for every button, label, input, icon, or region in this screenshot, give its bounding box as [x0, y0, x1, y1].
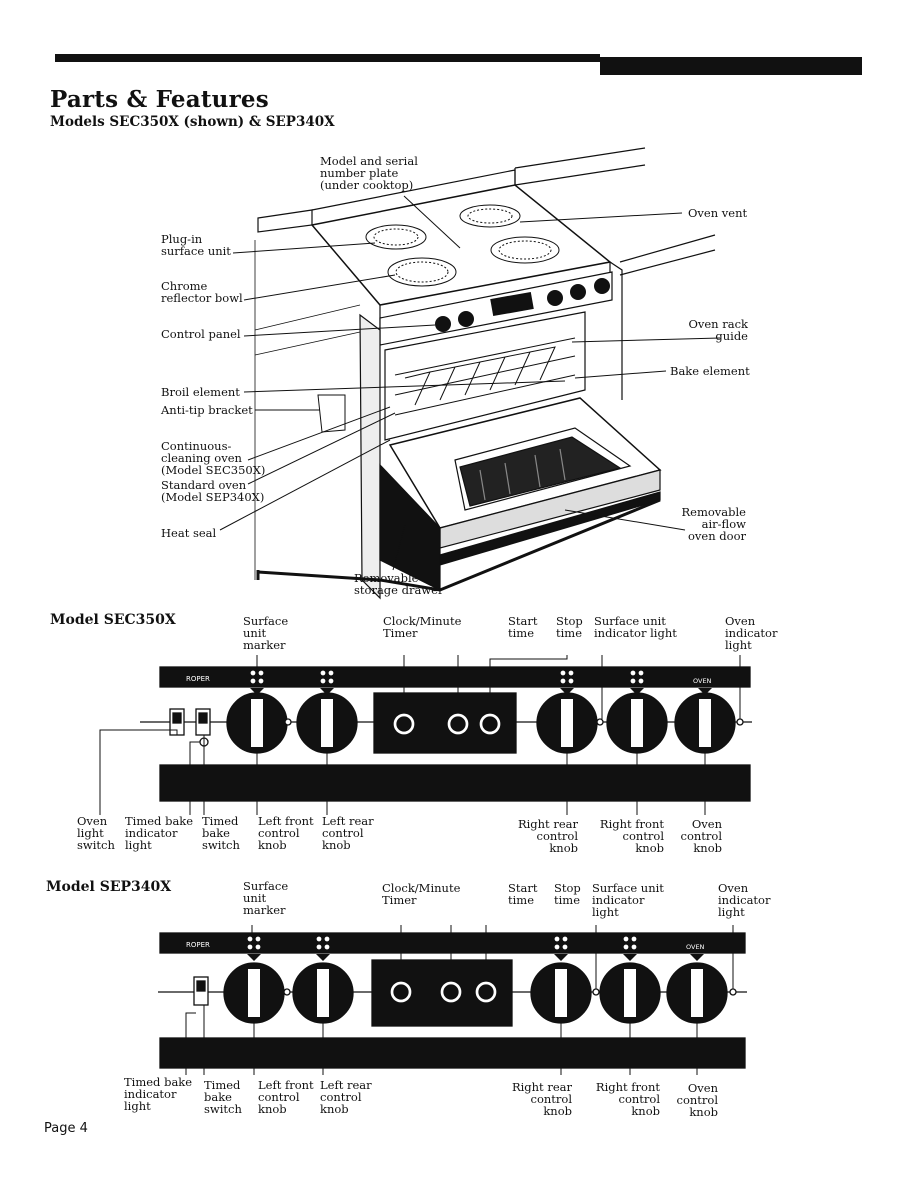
label-oven-vent: Oven vent [688, 206, 748, 220]
panel1-label-clock-timer: Clock/Minute Timer [383, 614, 462, 640]
label-airflow-oven-door: Removable air-flow oven door [681, 505, 747, 543]
panel1-model-title: Model SEC350X [50, 612, 176, 628]
page-number: Page 4 [44, 1121, 88, 1136]
panel1-label-left-front-knob: Left front control knob [258, 814, 314, 852]
panel2-label-start-time: Start time [508, 881, 538, 907]
panel2-label-stop-time: Stop time [554, 881, 581, 907]
label-plugin-surface-unit: Plug-in surface unit [161, 232, 231, 258]
panel1-label-right-rear-knob: Right rear control knob [517, 817, 578, 855]
panel1-label-timed-bake-switch: Timed bake switch [202, 814, 240, 852]
panel2-label-oven-control-knob: Oven control knob [676, 1081, 719, 1119]
label-chrome-reflector-bowl: Chrome reflector bowl [161, 279, 243, 305]
label-storage-drawer: Removable storage drawer [354, 571, 444, 597]
panel2-label-surface-marker: Surface unit marker [243, 879, 289, 917]
label-standard-oven: Standard oven (Model SEP340X) [161, 478, 265, 504]
header-tab-bar [600, 57, 862, 75]
panel2-label-timed-bake-switch: Timed bake switch [204, 1078, 242, 1116]
panel1-control-panel: ROPER OVEN [99, 655, 752, 815]
panel2-label-right-front-knob: Right front control knob [595, 1080, 660, 1118]
panel1-label-timed-bake-light: Timed bake indicator light [125, 814, 194, 852]
panel1-label-indicator-light: Surface unit indicator light [594, 614, 677, 640]
panel2-model-title: Model SEP340X [46, 879, 172, 895]
panel1-label-right-front-knob: Right front control knob [599, 817, 664, 855]
label-oven-rack-guide: Oven rack guide [688, 317, 748, 343]
panel1-label-left-rear-knob: Left rear control knob [322, 814, 374, 852]
panel2-label-right-rear-knob: Right rear control knob [511, 1080, 572, 1118]
panel1-oven-text: OVEN [693, 677, 712, 685]
label-heat-seal: Heat seal [161, 526, 217, 540]
panel1-label-start-time: Start time [508, 614, 538, 640]
panel1-brand-text: ROPER [186, 675, 210, 683]
panel2-label-left-rear-knob: Left rear control knob [320, 1078, 372, 1116]
panel2-label-left-front-knob: Left front control knob [258, 1078, 314, 1116]
page-subtitle: Models SEC350X (shown) & SEP340X [50, 114, 335, 130]
panel1-label-oven-indicator: Oven indicator light [725, 614, 778, 652]
label-bake-element: Bake element [670, 364, 750, 378]
header-rule [55, 54, 600, 62]
label-broil-element: Broil element [161, 385, 240, 399]
label-continuous-cleaning-oven: Continuous- cleaning oven (Model SEC350X… [161, 439, 266, 477]
panel2-label-indicator-light: Surface unit indicator light [592, 881, 664, 919]
panel2-label-oven-indicator: Oven indicator light [718, 881, 771, 919]
panel1-label-oven-control-knob: Oven control knob [680, 817, 723, 855]
label-control-panel: Control panel [161, 327, 241, 341]
panel2-label-timed-bake-light: Timed bake indicator light [124, 1075, 193, 1113]
panel2-label-clock-timer: Clock/Minute Timer [382, 881, 461, 907]
panel1-label-surface-marker: Surface unit marker [243, 614, 289, 652]
panel2-oven-text: OVEN [686, 943, 705, 951]
panel1-label-oven-light-switch: Oven light switch [77, 814, 115, 852]
panel2-control-panel: ROPER OVEN [158, 925, 747, 1075]
panel1-label-stop-time: Stop time [556, 614, 583, 640]
label-model-serial-plate: Model and serial number plate (under coo… [320, 154, 418, 192]
page-title: Parts & Features [50, 86, 269, 113]
label-anti-tip-bracket: Anti-tip bracket [161, 403, 253, 417]
panel2-brand-text: ROPER [186, 941, 210, 949]
